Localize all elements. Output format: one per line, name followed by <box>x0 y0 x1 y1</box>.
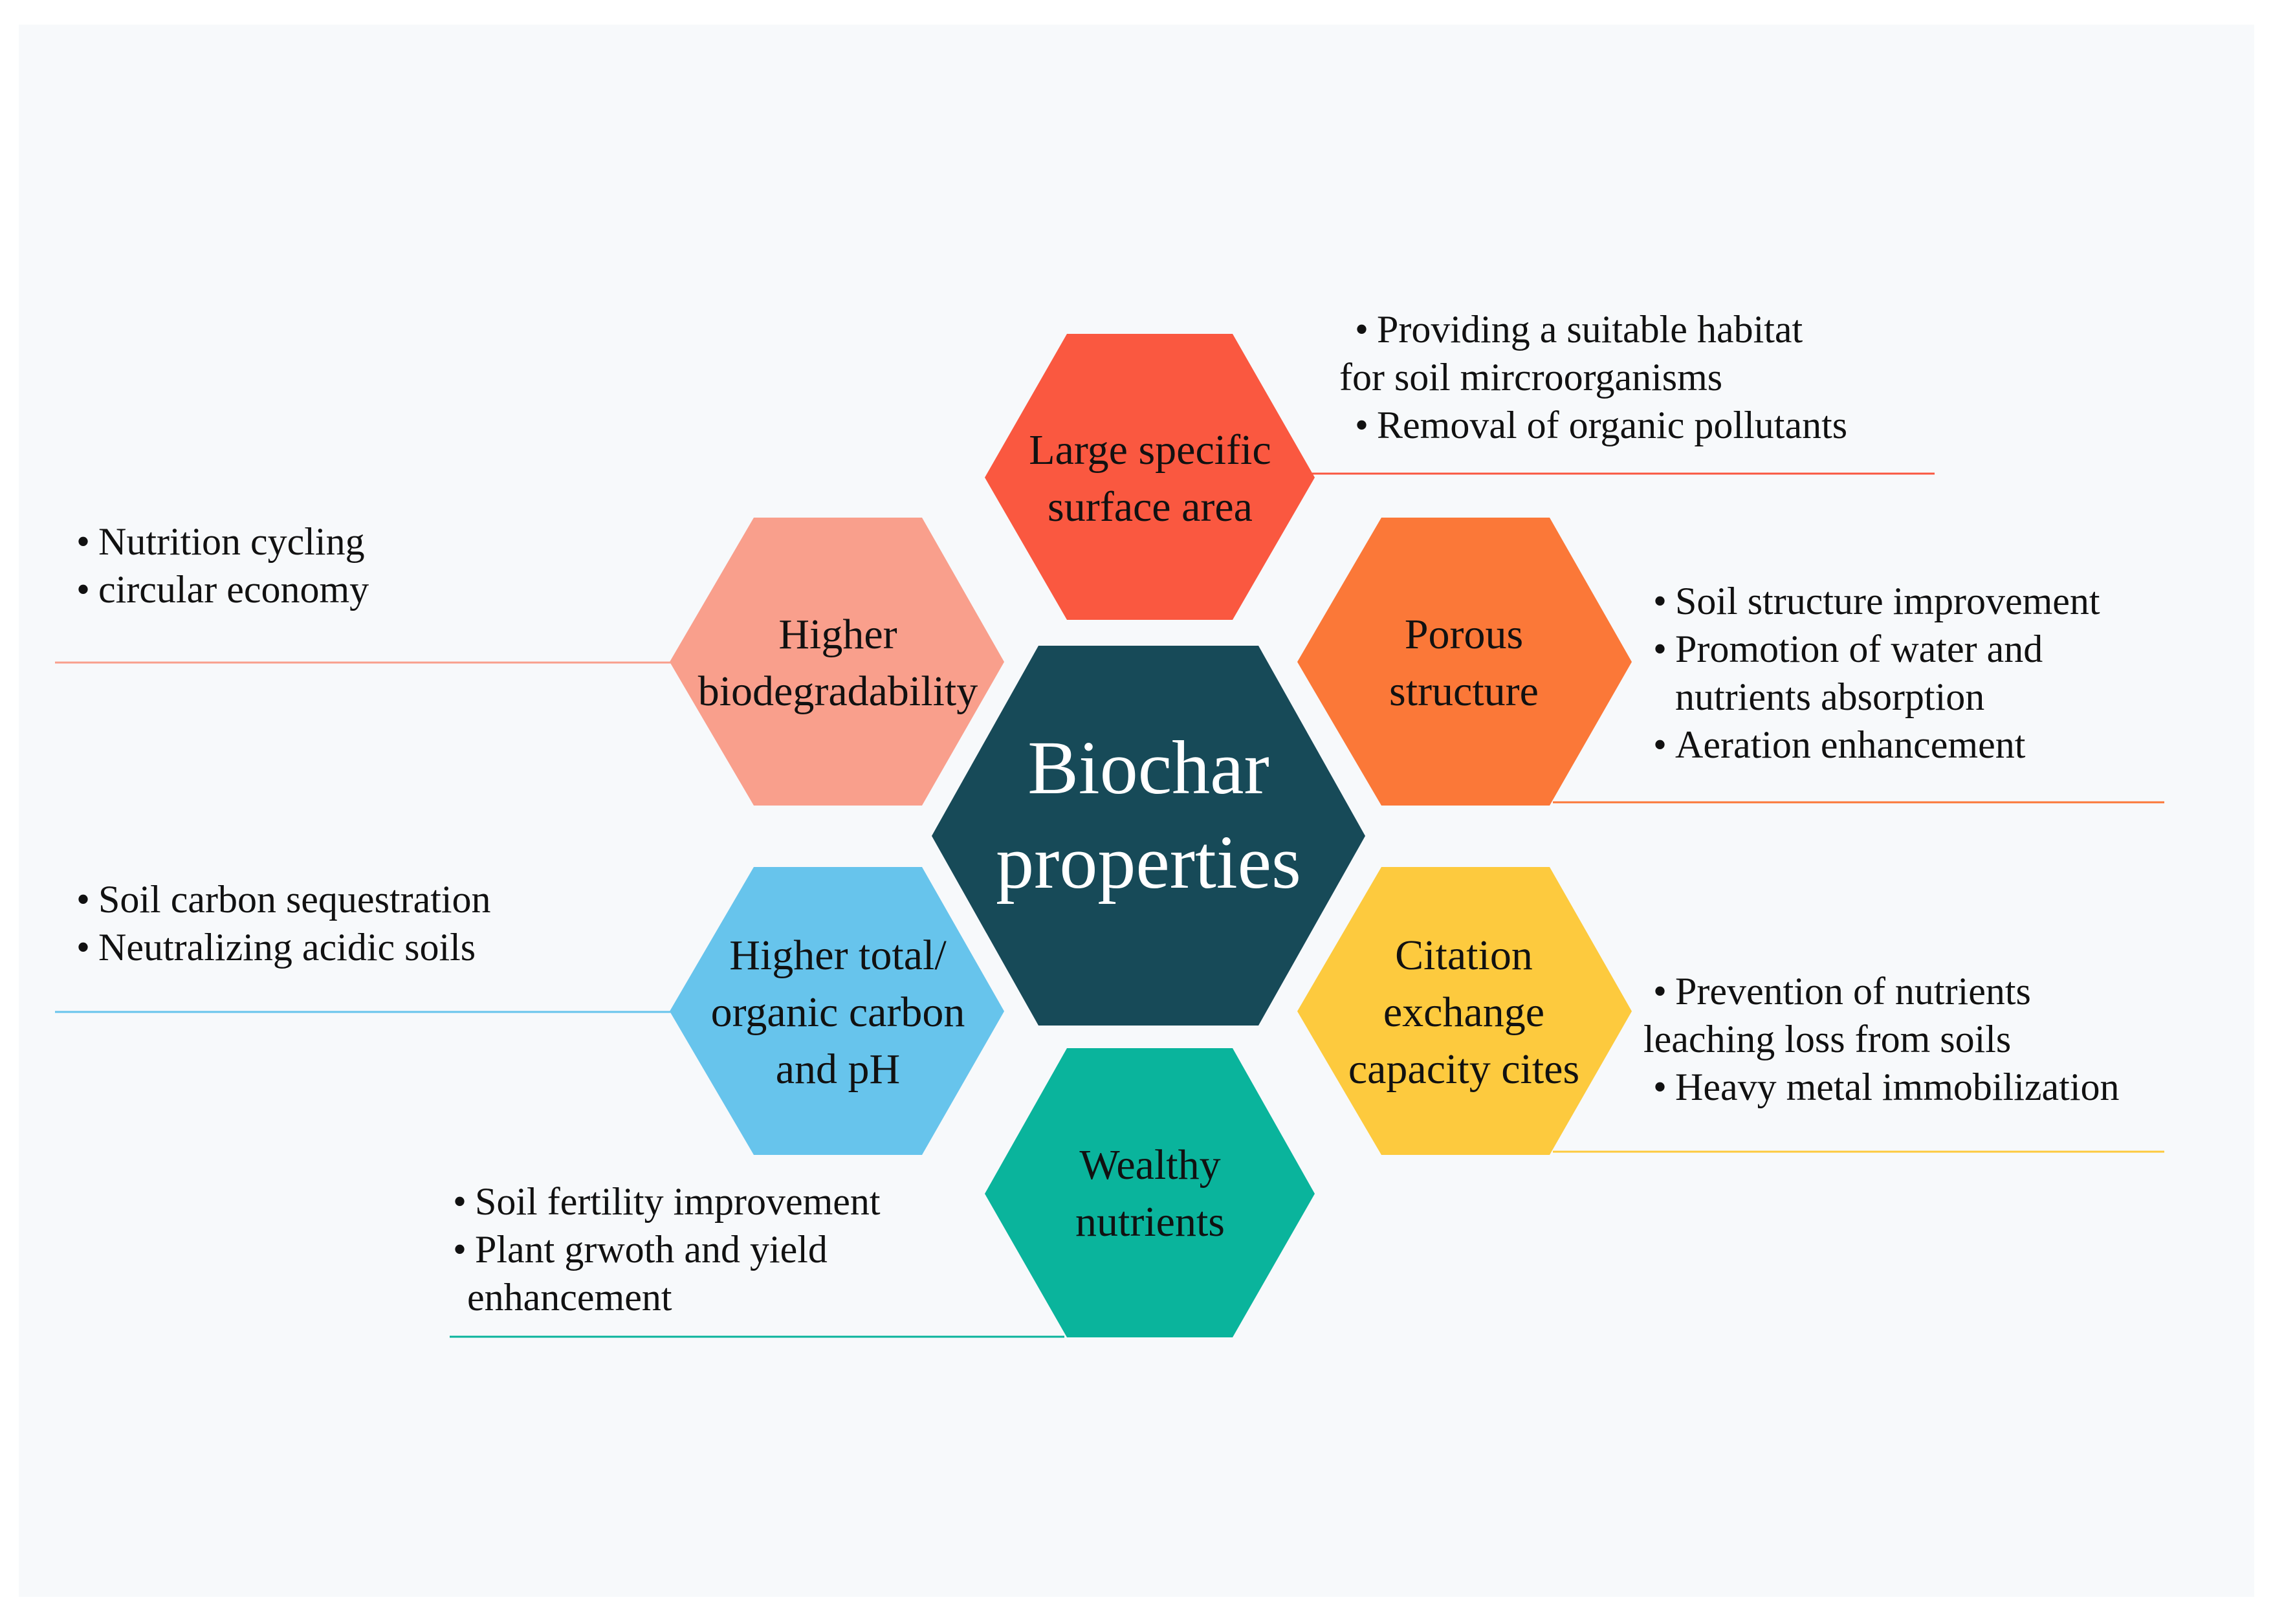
list-item: •Removal of organic pollutants <box>1339 401 1847 449</box>
list-item: •Aeration enhancement <box>1653 721 2100 769</box>
list-item: •Providing a suitable habitat <box>1339 305 1847 353</box>
cec-label: Citation exchange capacity cites <box>1348 932 1580 1093</box>
bullet-icon: • <box>1653 970 1667 1013</box>
list-item: nutrients absorption <box>1675 675 1985 718</box>
hexagon-center <box>932 646 1365 1026</box>
surface-area-label: Large specific surface area <box>1029 426 1271 531</box>
hexagon-carbon-ph <box>670 867 1004 1155</box>
surface-area-notes: •Providing a suitable habitat for soil m… <box>1339 305 1847 449</box>
list-item: •Promotion of water and <box>1653 625 2100 673</box>
list-item: leaching loss from soils <box>1643 1018 2012 1060</box>
center-label: Biochar properties <box>996 725 1301 905</box>
bullet-icon: • <box>453 1180 467 1223</box>
bullet-icon: • <box>76 568 91 611</box>
porous-label: Porous structure <box>1389 611 1539 715</box>
carbon-ph-notes: •Soil carbon sequestration •Neutralizing… <box>76 875 491 971</box>
hexagon-biodegradability <box>670 518 1004 806</box>
bullet-icon: • <box>76 926 91 969</box>
biodegradability-notes: •Nutrition cycling •circular economy <box>76 518 369 613</box>
list-item: •Plant grwoth and yield <box>453 1225 881 1273</box>
list-item: for soil mircroorganisms <box>1339 356 1723 399</box>
list-item: •Soil carbon sequestration <box>76 875 491 923</box>
nutrients-notes: •Soil fertility improvement •Plant grwot… <box>453 1178 881 1321</box>
list-item: •circular economy <box>76 565 369 613</box>
list-item: •Heavy metal immobilization <box>1643 1063 2119 1111</box>
bullet-icon: • <box>1653 1066 1667 1108</box>
biodegradability-label: Higher biodegradability <box>697 611 978 715</box>
bullet-icon: • <box>1355 404 1369 446</box>
bullet-icon: • <box>453 1228 467 1271</box>
list-item: •Nutrition cycling <box>76 518 369 565</box>
list-item: •Soil structure improvement <box>1653 577 2100 625</box>
hexagon-porous <box>1297 518 1632 806</box>
hexagon-surface-area <box>985 334 1315 620</box>
cec-notes: •Prevention of nutrients leaching loss f… <box>1643 967 2119 1111</box>
list-item: •Prevention of nutrients <box>1643 967 2119 1015</box>
bullet-icon: • <box>1355 308 1369 351</box>
porous-notes: •Soil structure improvement •Promotion o… <box>1653 577 2100 769</box>
hexagon-cec <box>1297 867 1632 1155</box>
carbon-ph-label: Higher total/ organic carbon and pH <box>710 932 965 1093</box>
bullet-icon: • <box>76 520 91 563</box>
list-item: •Soil fertility improvement <box>453 1178 881 1225</box>
nutrients-label: Wealthy nutrients <box>1075 1141 1225 1245</box>
bullet-icon: • <box>76 878 91 921</box>
list-item: •Neutralizing acidic soils <box>76 923 491 971</box>
bullet-icon: • <box>1653 580 1667 622</box>
hexagon-nutrients <box>985 1048 1315 1337</box>
bullet-icon: • <box>1653 628 1667 670</box>
bullet-icon: • <box>1653 723 1667 766</box>
list-item: enhancement <box>467 1276 672 1319</box>
